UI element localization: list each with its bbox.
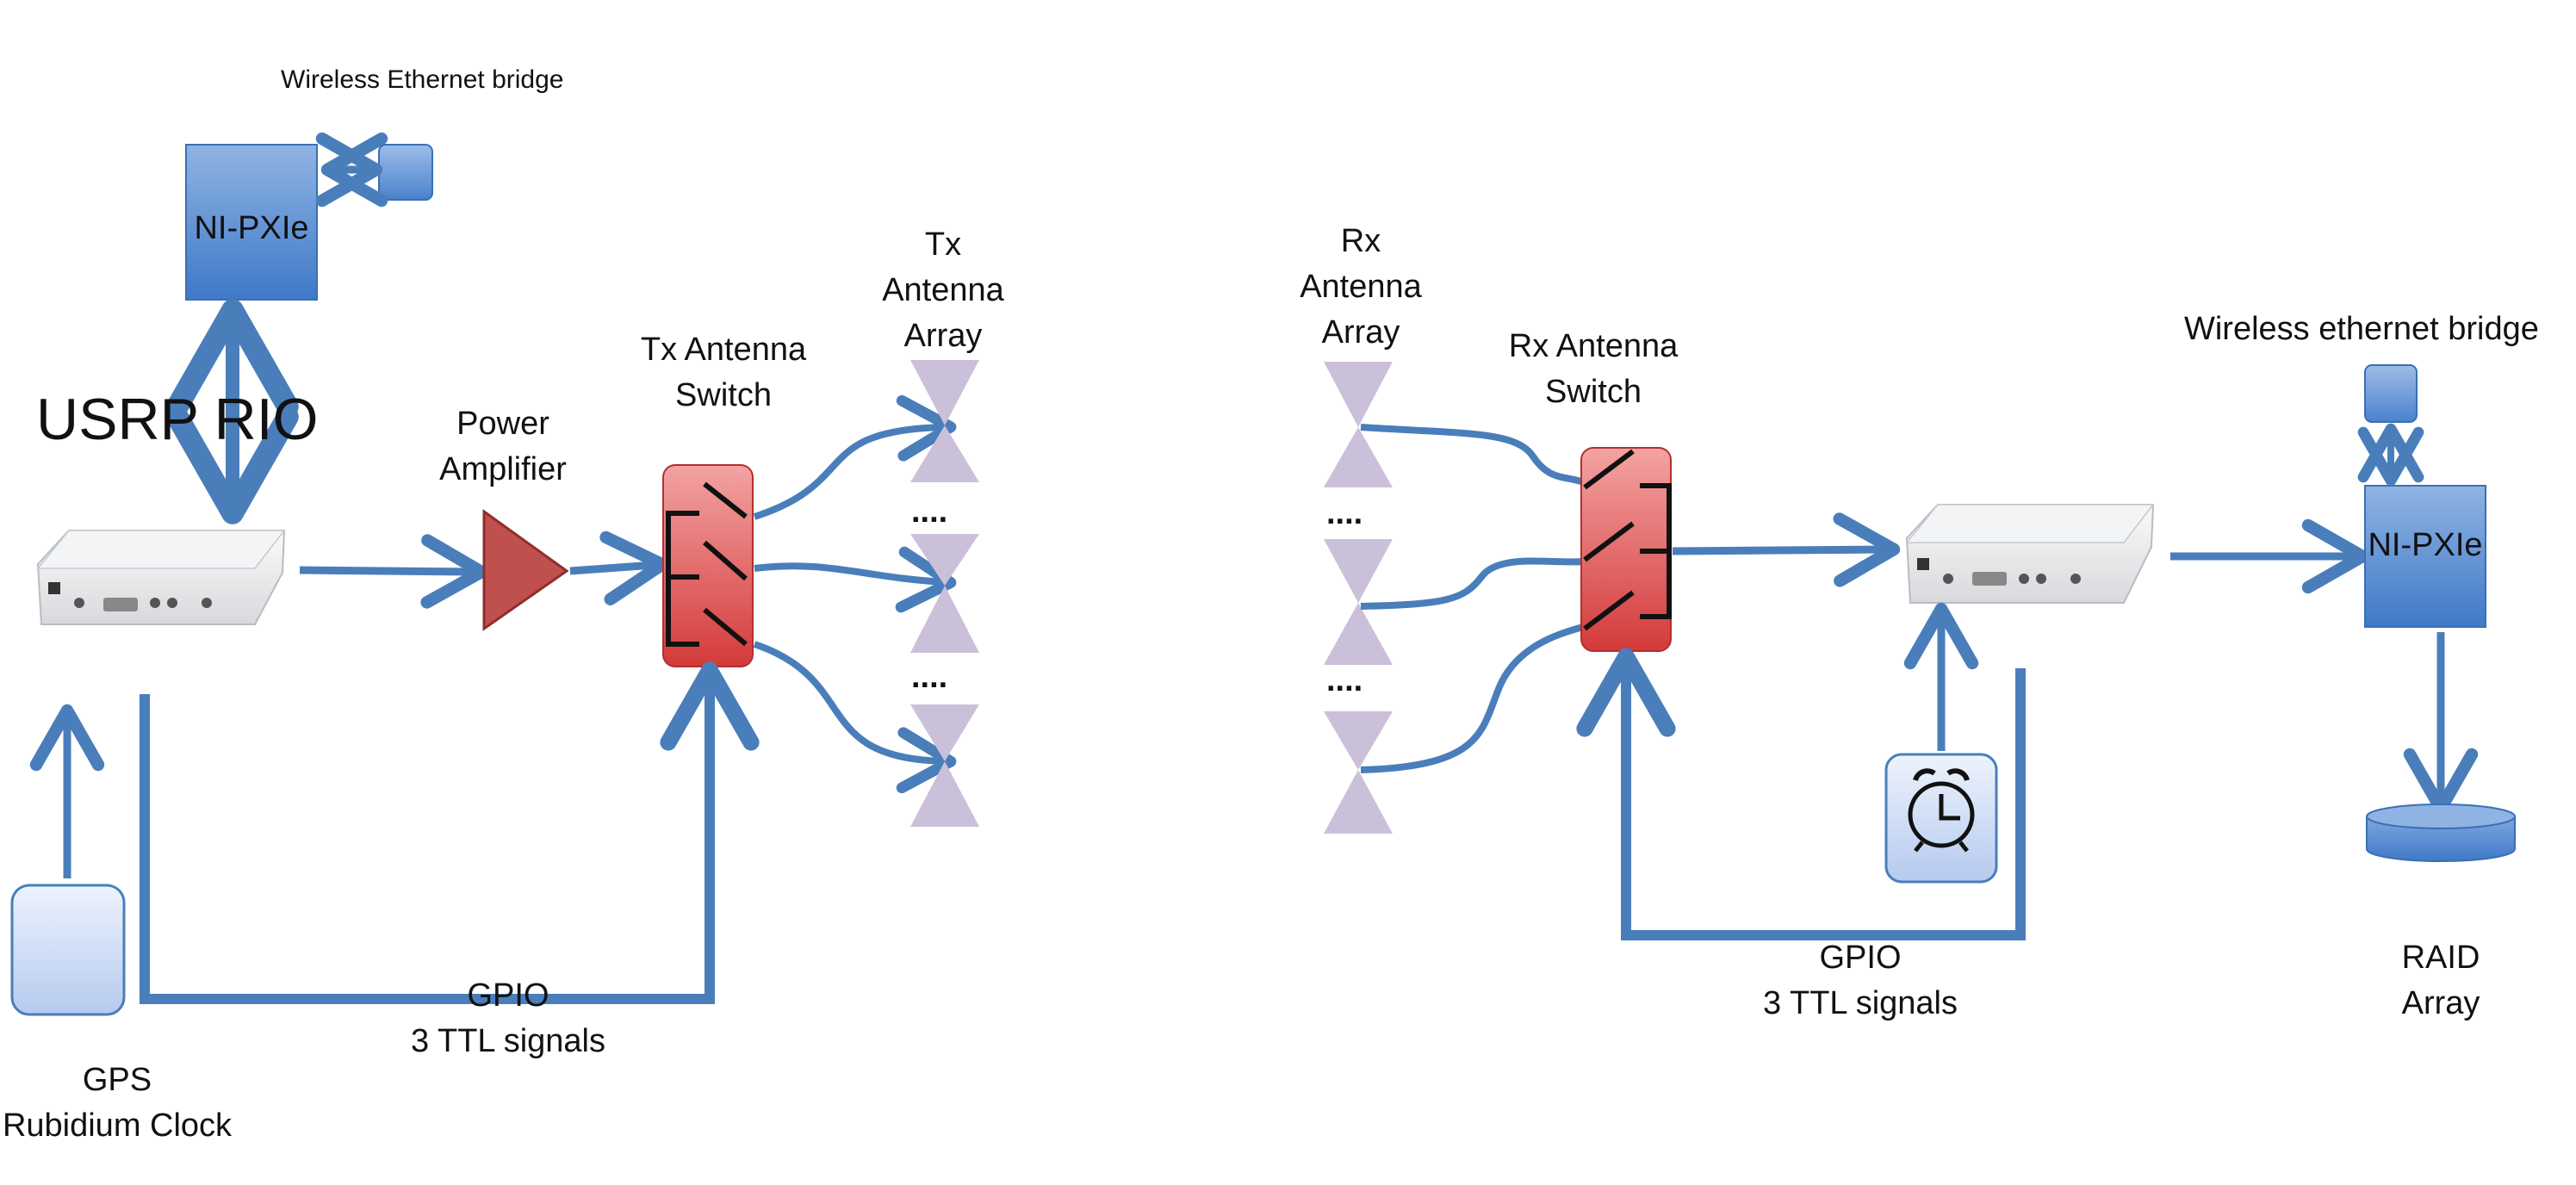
tx-gpio-label-line-1: GPIO — [467, 977, 549, 1014]
rx-gpio-path — [1576, 648, 2026, 940]
rx-array-label-line-3: Array — [1321, 314, 1400, 351]
rx-array-label: Rx Antenna Array — [1283, 219, 1438, 357]
rx-switch-label-line-1: Rx Antenna — [1508, 328, 1679, 364]
rx-switch-contacts — [1583, 449, 1672, 631]
rx-gpio-label-line-2: 3 TTL signals — [1763, 985, 1958, 1022]
tx-usrp-to-amp-arrow — [299, 534, 488, 609]
alarm-clock-icon — [1908, 768, 1975, 853]
gps-clock-label-line-1: GPS — [82, 1062, 152, 1098]
tx-switch-label-line-2: Switch — [675, 377, 772, 414]
tx-gpio-path — [140, 661, 760, 1004]
tx-feed-curve-2 — [754, 546, 957, 613]
rx-feed-curve-2 — [1360, 557, 1584, 610]
tx-antenna-element-3 — [910, 704, 979, 827]
rx-gpio-label: GPIO 3 TTL signals — [1731, 935, 1989, 1027]
tx-antenna-element-2 — [910, 534, 979, 653]
rx-usrp-device — [1905, 504, 2155, 604]
tx-bridge-label: Wireless Ethernet bridge — [281, 65, 564, 94]
tx-array-label: Tx Antenna Array — [861, 222, 1025, 360]
tx-gpio-label-line-2: 3 TTL signals — [411, 1023, 605, 1060]
tx-array-label-line-3: Array — [903, 318, 983, 355]
rx-antenna-element-3 — [1324, 711, 1393, 834]
rx-switch-label: Rx Antenna Switch — [1490, 324, 1697, 415]
tx-feed-curve-3 — [753, 641, 957, 794]
rx-gpio-label-line-1: GPIO — [1819, 940, 1902, 976]
rx-switch-to-usrp-arrow — [1672, 512, 1901, 587]
tx-ellipsis-2: .... — [911, 659, 948, 695]
gps-rubidium-clock-box — [10, 884, 126, 1016]
gps-clock-label: GPS Rubidium Clock — [0, 1058, 234, 1149]
rx-feed-curve-1 — [1360, 424, 1585, 486]
tx-feed-curve-1 — [753, 394, 957, 520]
rx-switch-label-line-2: Switch — [1545, 374, 1642, 411]
rx-ellipsis-2: .... — [1326, 662, 1363, 698]
tx-array-label-line-2: Antenna — [882, 272, 1004, 309]
power-amplifier-triangle — [482, 509, 569, 631]
tx-ellipsis-1: .... — [911, 493, 948, 530]
tx-switch-contacts — [666, 481, 748, 647]
tx-gpio-label: GPIO 3 TTL signals — [379, 973, 637, 1064]
amplifier-label-line-1: Power — [456, 406, 549, 442]
rx-feed-curve-3 — [1360, 624, 1585, 773]
tx-pxie-label: NI-PXIe — [194, 210, 309, 246]
raid-label-line-1: RAID — [2401, 940, 2480, 976]
tx-array-label-line-1: Tx — [924, 226, 962, 263]
gps-clock-label-line-2: Rubidium Clock — [2, 1107, 233, 1145]
tx-ni-pxie-box — [185, 144, 318, 301]
rx-ellipsis-1: .... — [1326, 495, 1363, 531]
raid-label-line-2: Array — [2401, 985, 2480, 1022]
tx-usrp-device — [36, 530, 286, 625]
tx-switch-label-line-1: Tx Antenna — [640, 332, 807, 368]
rx-pxie-label: NI-PXIe — [2368, 527, 2483, 563]
rx-ni-pxie-box — [2364, 485, 2486, 628]
amplifier-label: Power Amplifier — [417, 401, 589, 493]
raid-label: RAID Array — [2355, 935, 2527, 1027]
rx-array-label-line-1: Rx — [1340, 223, 1381, 259]
rx-array-label-line-2: Antenna — [1300, 269, 1422, 306]
tx-amp-to-switch-arrow — [569, 530, 669, 605]
rx-bridge-box — [2364, 364, 2418, 423]
amplifier-label-line-2: Amplifier — [439, 451, 567, 488]
tx-antenna-element-1 — [910, 360, 979, 482]
rx-antenna-element-1 — [1324, 362, 1393, 487]
rx-bridge-label: Wireless ethernet bridge — [2184, 311, 2539, 347]
tx-switch-label: Tx Antenna Switch — [620, 327, 827, 419]
rx-antenna-element-2 — [1324, 539, 1393, 665]
raid-array-cylinder — [2366, 803, 2516, 862]
tx-bridge-box — [378, 144, 433, 201]
usrp-rio-label: USRP RIO — [36, 387, 319, 452]
